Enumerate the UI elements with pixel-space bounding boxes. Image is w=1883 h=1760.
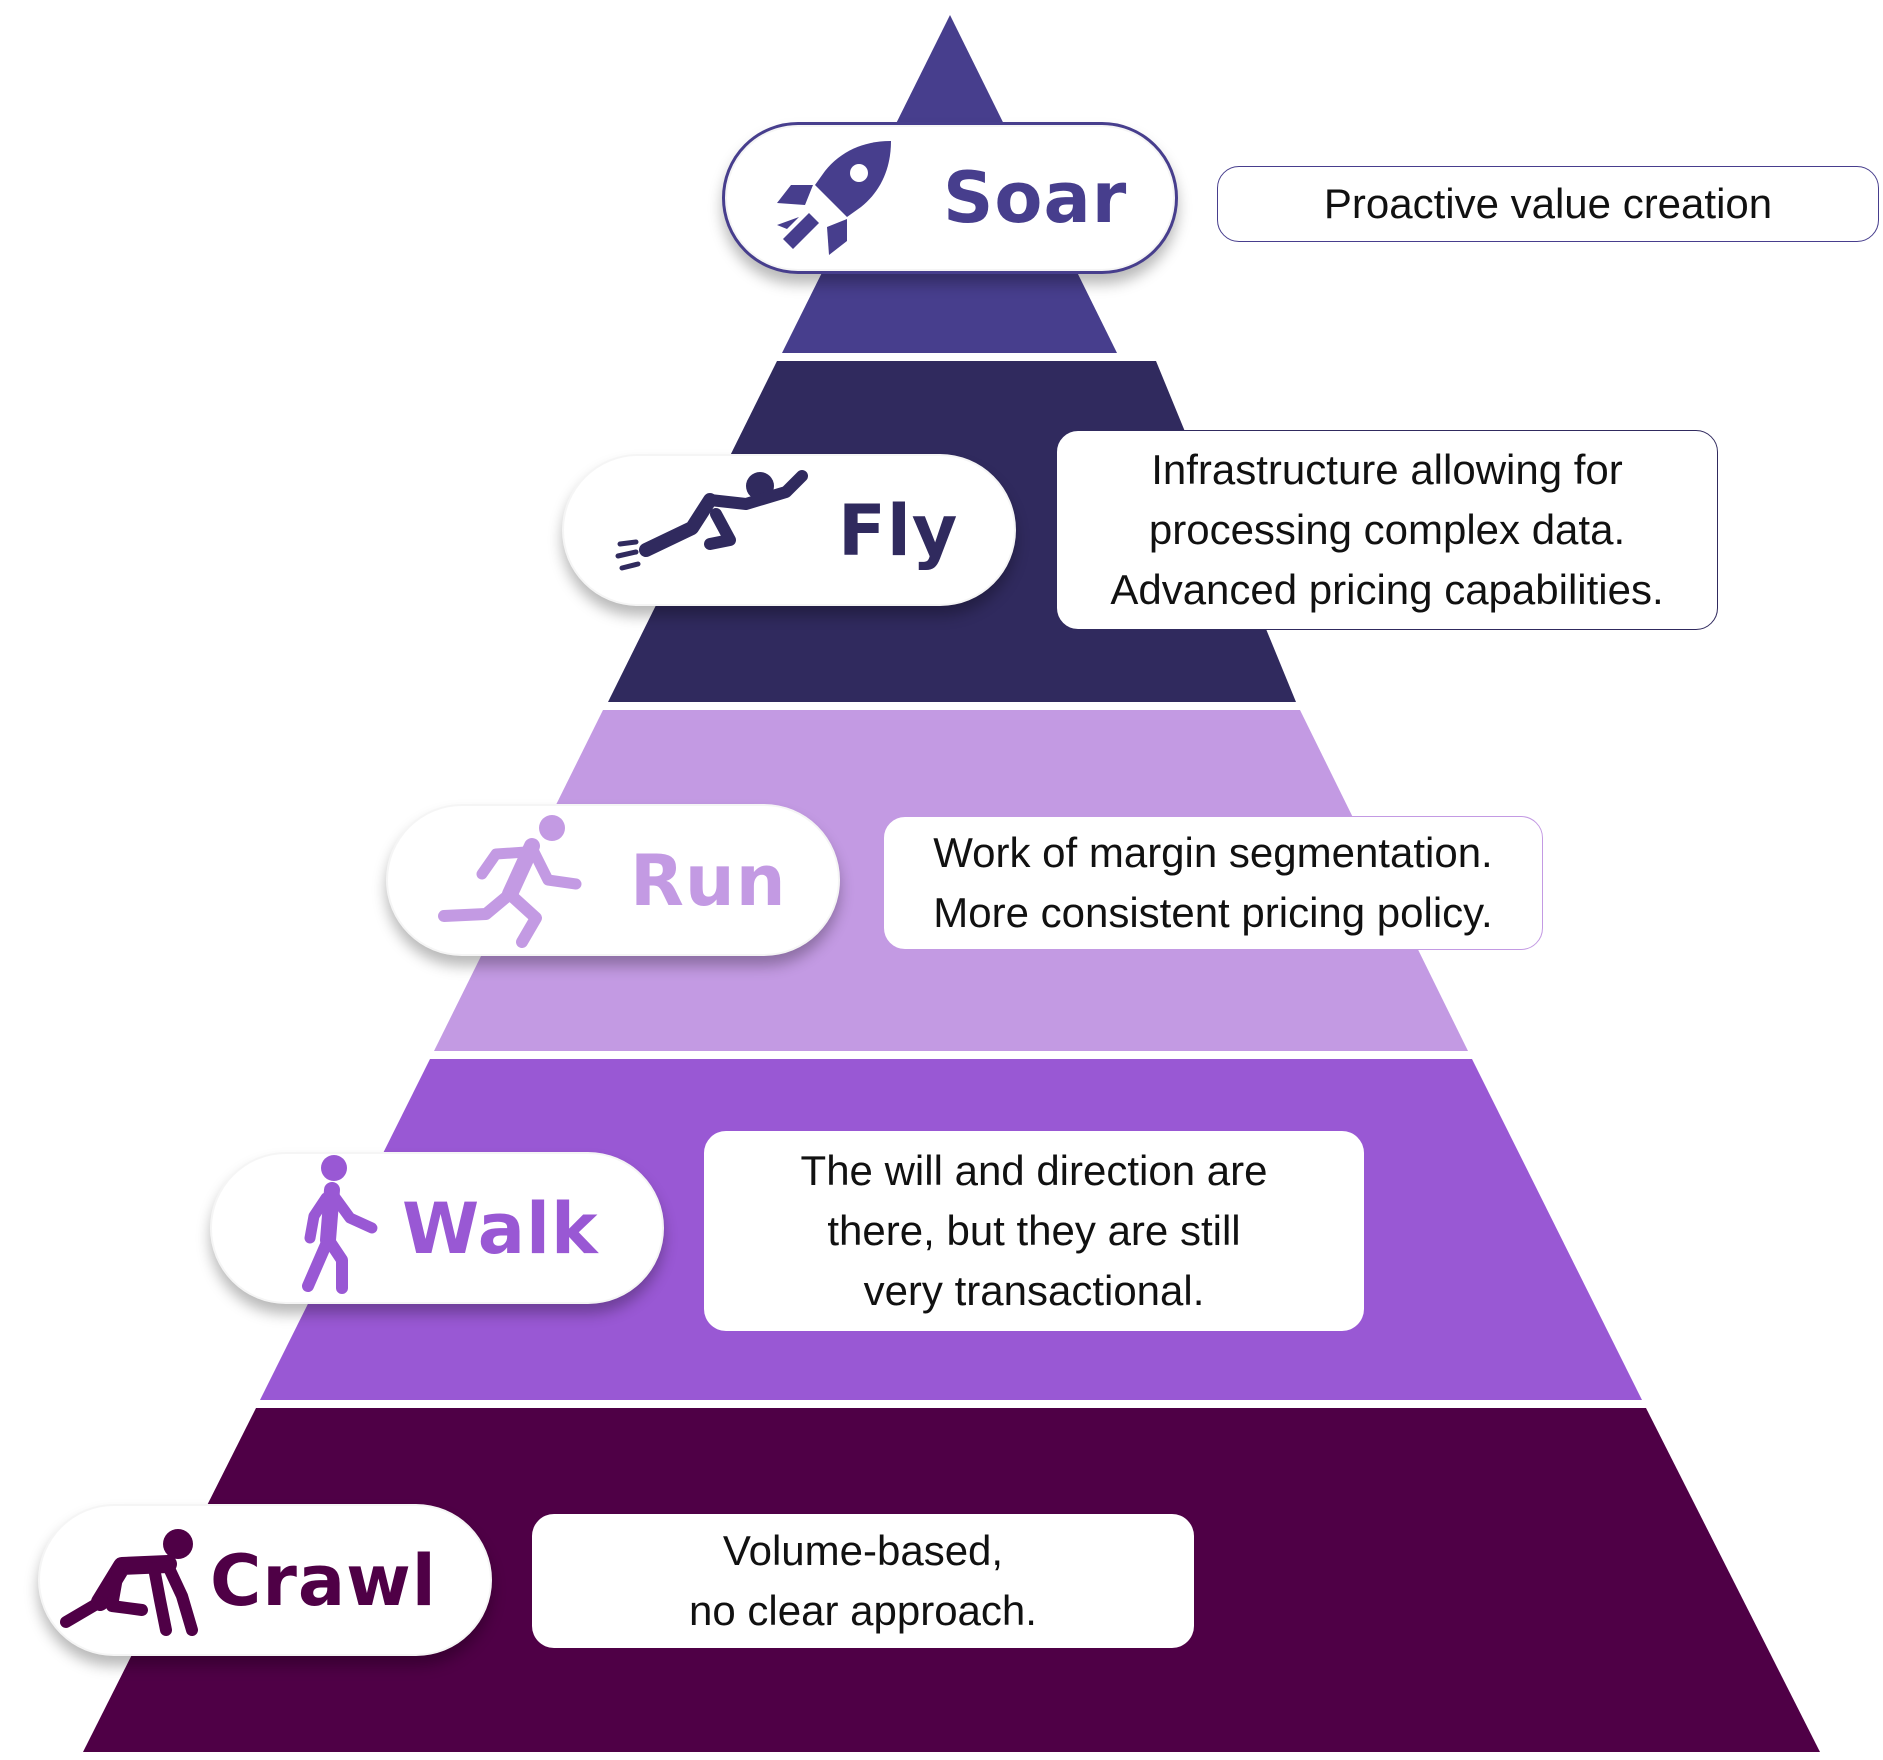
crawling-person-icon — [60, 1529, 198, 1636]
level-run-description: Work of margin segmentation. More consis… — [883, 816, 1543, 950]
level-fly-pill: Fly — [562, 454, 1016, 606]
level-run-label: Run — [630, 840, 787, 922]
level-fly-label: Fly — [838, 490, 959, 572]
description-line: processing complex data. — [1148, 506, 1626, 553]
description-line: Volume-based, — [722, 1527, 1004, 1574]
level-run-pill: Run — [386, 804, 840, 956]
description-line: Infrastructure allowing for — [1151, 446, 1623, 493]
description-line: there, but they are still — [827, 1207, 1241, 1254]
level-walk-label: Walk — [402, 1188, 599, 1270]
description-line: The will and direction are — [800, 1147, 1268, 1194]
flying-person-icon — [615, 470, 808, 571]
description-line: More consistent pricing policy. — [933, 889, 1493, 936]
level-crawl-pill: Crawl — [38, 1504, 492, 1656]
description-line: no clear approach. — [689, 1587, 1037, 1634]
level-soar-label: Soar — [943, 157, 1128, 239]
level-crawl-description: Volume-based, no clear approach. — [532, 1514, 1194, 1648]
level-walk-description: The will and direction are there, but th… — [704, 1131, 1364, 1331]
running-person-icon — [438, 815, 582, 948]
description-line: Advanced pricing capabilities. — [1110, 566, 1664, 613]
level-fly-description: Infrastructure allowing for processing c… — [1056, 430, 1718, 630]
walking-person-icon — [302, 1155, 378, 1294]
level-soar-description: Proactive value creation — [1217, 166, 1879, 242]
rocket-icon — [777, 141, 891, 255]
description-line: very transactional. — [863, 1267, 1205, 1314]
description-line: Proactive value creation — [1323, 180, 1773, 227]
description-line: Work of margin segmentation. — [933, 829, 1493, 876]
level-walk-pill: Walk — [210, 1152, 664, 1304]
level-soar-pill: Soar — [722, 122, 1178, 274]
level-crawl-label: Crawl — [210, 1540, 437, 1622]
